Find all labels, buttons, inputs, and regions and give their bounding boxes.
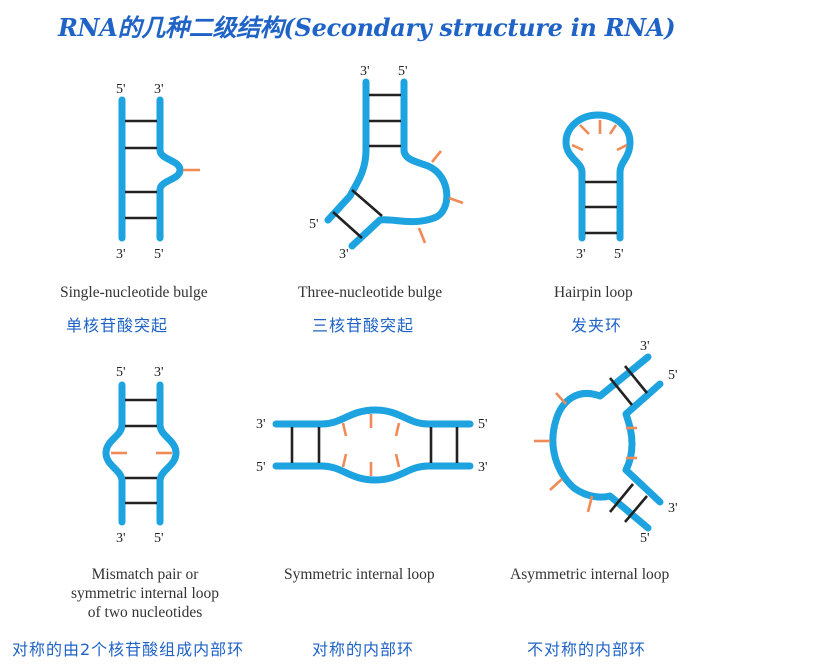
end-label: 5'	[640, 531, 650, 546]
end-label: 5'	[478, 417, 488, 432]
caption-mismatch-pair: Mismatch pair or symmetric internal loop…	[50, 565, 240, 622]
end-label: 3'	[154, 365, 164, 380]
unpaired-base	[341, 453, 348, 468]
end-label: 5'	[398, 64, 408, 79]
base-pair	[608, 377, 634, 406]
caption-line: of two nucleotides	[87, 604, 203, 621]
caption-hairpin-loop: Hairpin loop	[554, 284, 633, 301]
unpaired-base	[616, 143, 628, 152]
strand-inner	[622, 380, 664, 506]
end-label: 3'	[154, 82, 164, 97]
unpaired-base	[394, 422, 401, 437]
caption-line: symmetric internal loop	[70, 585, 220, 602]
unpaired-base	[417, 227, 427, 244]
caption-symmetric-internal-loop: Symmetric internal loop	[284, 566, 435, 583]
zh-caption-hairpin-loop: 发夹环	[571, 316, 623, 335]
end-label: 5'	[668, 368, 678, 383]
unpaired-base	[555, 392, 567, 405]
end-label: 3'	[116, 531, 126, 546]
end-label: 5'	[614, 247, 624, 262]
base-pair	[351, 189, 383, 217]
zh-caption-three-nucleotide-bulge: 三核苷酸突起	[312, 316, 415, 335]
three-nucleotide-bulge-diagram: 3' 5' 5' 3'	[309, 64, 464, 262]
end-label: 3'	[360, 64, 370, 79]
strand-right	[348, 78, 451, 250]
symmetric-internal-loop-diagram: 3' 5' 5' 3'	[256, 406, 488, 484]
unpaired-base	[579, 124, 590, 135]
zh-caption-single-nucleotide-bulge: 单核苷酸突起	[66, 316, 169, 335]
base-pair	[608, 483, 635, 513]
single-nucleotide-bulge-diagram: 5' 3' 3' 5'	[116, 82, 200, 262]
unpaired-base	[341, 422, 348, 437]
page-title: RNA的几种二级结构(Secondary structure in RNA)	[58, 13, 676, 42]
strand-right	[156, 96, 184, 242]
caption-line: Mismatch pair or	[91, 566, 199, 583]
end-label: 5'	[116, 82, 126, 97]
asymmetric-internal-loop-diagram: 3' 5' 3' 5'	[534, 339, 678, 546]
unpaired-base	[549, 478, 563, 491]
strand	[562, 111, 634, 242]
strand-left	[324, 78, 370, 224]
zh-caption-asymmetric-internal-loop: 不对称的内部环	[527, 640, 647, 659]
caption-single-nucleotide-bulge: Single-nucleotide bulge	[60, 284, 208, 301]
end-label: 3'	[116, 247, 126, 262]
unpaired-base	[608, 124, 618, 135]
caption-three-nucleotide-bulge: Three-nucleotide bulge	[298, 284, 443, 301]
end-label: 3'	[668, 501, 678, 516]
end-label: 5'	[309, 217, 319, 232]
caption-asymmetric-internal-loop: Asymmetric internal loop	[510, 566, 670, 583]
end-label: 5'	[116, 365, 126, 380]
unpaired-base	[586, 495, 594, 513]
zh-caption-symmetric-internal-loop: 对称的内部环	[312, 640, 415, 659]
end-label: 3'	[256, 417, 266, 432]
unpaired-base	[394, 453, 401, 468]
strand-outer	[549, 353, 652, 532]
end-label: 5'	[256, 460, 266, 475]
unpaired-base	[571, 143, 584, 152]
end-label: 3'	[576, 247, 586, 262]
strand-bottom	[272, 462, 474, 484]
zh-caption-mismatch-pair: 对称的由2个核苷酸组成内部环	[12, 640, 245, 659]
base-pair	[623, 365, 649, 394]
end-label: 5'	[154, 531, 164, 546]
end-label: 3'	[339, 247, 349, 262]
unpaired-base	[430, 150, 443, 163]
strand-top	[272, 406, 474, 428]
end-label: 3'	[478, 460, 488, 475]
end-label: 5'	[154, 247, 164, 262]
mismatch-pair-diagram: 5' 3' 3' 5'	[102, 365, 180, 546]
end-label: 3'	[640, 339, 650, 354]
hairpin-loop-diagram: 3' 5'	[562, 111, 634, 262]
strand-left	[102, 381, 126, 526]
base-pair	[332, 211, 363, 239]
strand-right	[156, 381, 180, 526]
unpaired-base	[448, 196, 464, 205]
base-pair	[624, 495, 648, 523]
